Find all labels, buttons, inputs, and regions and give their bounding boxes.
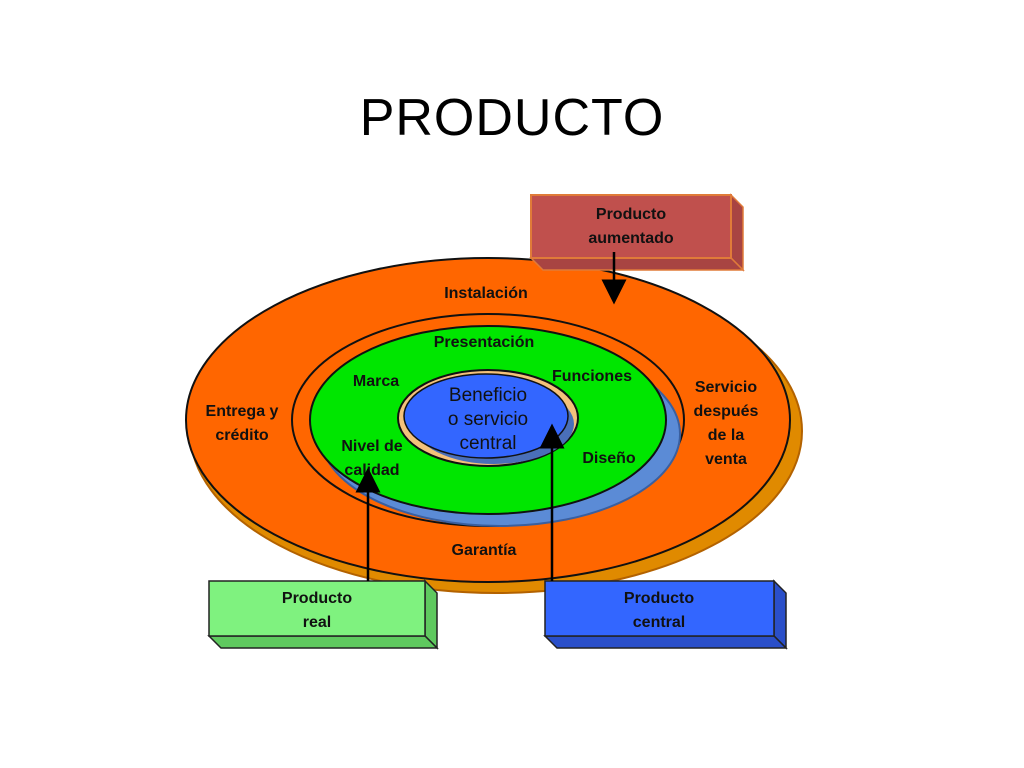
box-producto-central: Producto central	[543, 579, 788, 650]
label-entrega-line1: Entrega y	[206, 403, 279, 420]
box-aumentado-line1: Producto	[596, 206, 666, 223]
label-presentacion: Presentación	[434, 334, 534, 351]
core-line1: Beneficio	[449, 385, 527, 406]
box-real-line2: real	[303, 614, 331, 631]
label-marca: Marca	[353, 373, 399, 390]
core-line2: o servicio	[448, 409, 528, 430]
box-central-line1: Producto	[624, 590, 694, 607]
label-servicio-line4: venta	[705, 451, 747, 468]
core-line3: central	[459, 433, 516, 454]
label-servicio-line2: después	[694, 403, 759, 420]
label-instalacion: Instalación	[444, 285, 528, 302]
box-aumentado-line2: aumentado	[588, 230, 674, 247]
label-servicio-line1: Servicio	[695, 379, 757, 396]
label-servicio-line3: de la	[708, 427, 745, 444]
label-entrega-line2: crédito	[215, 427, 269, 444]
label-nivel-line2: calidad	[344, 462, 399, 479]
label-nivel-line1: Nivel de	[341, 438, 402, 455]
label-funciones: Funciones	[552, 368, 632, 385]
box-producto-aumentado: Producto aumentado	[529, 193, 745, 272]
label-diseno: Diseño	[582, 450, 636, 467]
core	[403, 373, 569, 459]
slide-title: PRODUCTO	[359, 89, 665, 147]
box-producto-real: Producto real	[207, 579, 439, 650]
box-central-line2: central	[633, 614, 685, 631]
box-real-line1: Producto	[282, 590, 352, 607]
label-garantia: Garantía	[452, 542, 517, 559]
